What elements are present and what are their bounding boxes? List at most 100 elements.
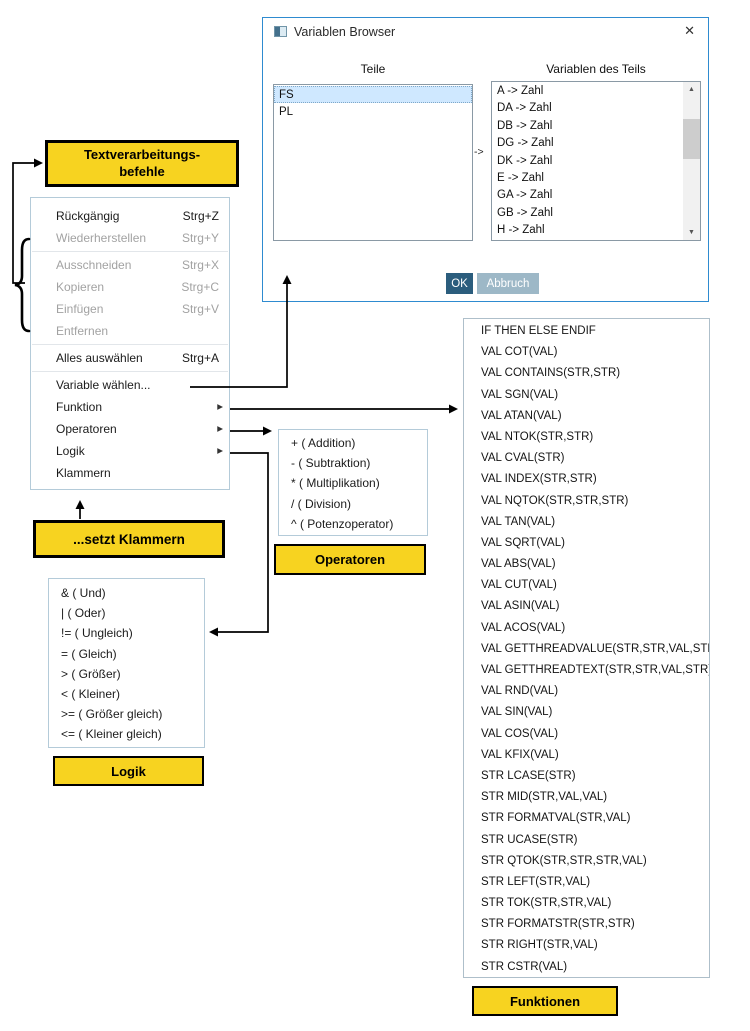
funktion-item-label: VAL ACOS(VAL) xyxy=(481,621,566,634)
menu-item[interactable]: Alles auswählen Strg+A xyxy=(31,347,229,369)
scrollbar[interactable]: ▲ ▼ xyxy=(683,82,700,240)
menu-item[interactable]: Wiederherstellen Strg+Y xyxy=(31,227,229,249)
menu-item[interactable]: Entfernen xyxy=(31,320,229,342)
funktion-item[interactable]: STR TOK(STR,STR,VAL) xyxy=(464,893,709,914)
menu-separator xyxy=(32,344,228,345)
variablen-list-item[interactable]: A -> Zahl xyxy=(492,83,683,100)
operator-item[interactable]: * ( Multiplikation) xyxy=(279,473,427,493)
menu-item-label: Einfügen xyxy=(56,302,104,316)
variablen-list-item[interactable]: H -> Zahl xyxy=(492,222,683,239)
logik-item[interactable]: != ( Ungleich) xyxy=(49,623,204,643)
menu-item[interactable]: Klammern xyxy=(31,462,229,484)
funktion-item[interactable]: VAL COS(VAL) xyxy=(464,724,709,745)
logik-item[interactable]: > ( Größer) xyxy=(49,664,204,684)
funktion-item-label: VAL ASIN(VAL) xyxy=(481,600,560,613)
close-icon[interactable]: ✕ xyxy=(684,23,695,38)
funktion-item[interactable]: VAL ACOS(VAL) xyxy=(464,618,709,639)
logik-item[interactable]: | ( Oder) xyxy=(49,603,204,623)
menu-item[interactable]: Logik ▶ xyxy=(31,440,229,462)
ok-button[interactable]: OK xyxy=(446,273,473,294)
funktion-item[interactable]: VAL TAN(VAL) xyxy=(464,512,709,533)
menu-item[interactable]: Rückgängig Strg+Z xyxy=(31,205,229,227)
funktion-item[interactable]: VAL RND(VAL) xyxy=(464,681,709,702)
map-arrow-label: -> xyxy=(474,146,484,158)
funktion-item[interactable]: STR MID(STR,VAL,VAL) xyxy=(464,787,709,808)
variablen-list-item[interactable]: GB -> Zahl xyxy=(492,205,683,222)
variablen-list-item[interactable]: DB -> Zahl xyxy=(492,118,683,135)
funktion-item[interactable]: STR CSTR(VAL) xyxy=(464,957,709,977)
operator-item-label: * ( Multiplikation) xyxy=(291,476,380,491)
variablen-list-item[interactable]: E -> Zahl xyxy=(492,170,683,187)
window-icon xyxy=(274,26,287,37)
teile-list-item[interactable]: FS xyxy=(274,86,472,103)
funktion-item[interactable]: VAL SQRT(VAL) xyxy=(464,533,709,554)
funktion-item[interactable]: STR UCASE(STR) xyxy=(464,830,709,851)
menu-item[interactable]: Operatoren ▶ xyxy=(31,418,229,440)
funktion-item[interactable]: STR LCASE(STR) xyxy=(464,766,709,787)
menu-separator xyxy=(32,371,228,372)
label-textverarbeitungsbefehle: Textverarbeitungs- befehle xyxy=(45,140,239,187)
menu-item[interactable]: Ausschneiden Strg+X xyxy=(31,254,229,276)
variablen-list-item[interactable]: DK -> Zahl xyxy=(492,153,683,170)
logik-item[interactable]: <= ( Kleiner gleich) xyxy=(49,724,204,744)
menu-item[interactable]: Funktion ▶ xyxy=(31,396,229,418)
operator-item[interactable]: ^ ( Potenzoperator) xyxy=(279,514,427,534)
funktion-item[interactable]: VAL ATAN(VAL) xyxy=(464,406,709,427)
funktion-item[interactable]: VAL SIN(VAL) xyxy=(464,702,709,723)
funktion-item[interactable]: VAL ABS(VAL) xyxy=(464,554,709,575)
funktion-item[interactable]: VAL SGN(VAL) xyxy=(464,385,709,406)
logik-item[interactable]: < ( Kleiner) xyxy=(49,684,204,704)
funktion-item[interactable]: STR RIGHT(STR,VAL) xyxy=(464,935,709,956)
menu-item[interactable]: Einfügen Strg+V xyxy=(31,298,229,320)
scroll-down-icon[interactable]: ▼ xyxy=(688,229,695,236)
scroll-up-icon[interactable]: ▲ xyxy=(688,86,695,93)
funktion-item[interactable]: VAL CONTAINS(STR,STR) xyxy=(464,363,709,384)
variablen-list-item[interactable]: DG -> Zahl xyxy=(492,135,683,152)
menu-item-label: Ausschneiden xyxy=(56,258,132,272)
scrollbar-track[interactable] xyxy=(683,97,700,225)
funktion-item[interactable]: VAL NQTOK(STR,STR,STR) xyxy=(464,491,709,512)
operator-item[interactable]: + ( Addition) xyxy=(279,433,427,453)
logik-item-label: != ( Ungleich) xyxy=(61,626,133,641)
menu-item-shortcut: Strg+Z xyxy=(182,209,219,223)
variablen-item-label: DG -> Zahl xyxy=(497,137,554,150)
funktion-item[interactable]: VAL CVAL(STR) xyxy=(464,448,709,469)
variablen-list-item[interactable]: DA -> Zahl xyxy=(492,100,683,117)
funktion-item-label: STR MID(STR,VAL,VAL) xyxy=(481,791,608,804)
funktion-item[interactable]: STR QTOK(STR,STR,STR,VAL) xyxy=(464,851,709,872)
scrollbar-thumb[interactable] xyxy=(683,119,700,159)
funktion-item[interactable]: STR FORMATVAL(STR,VAL) xyxy=(464,808,709,829)
funktion-item[interactable]: VAL NTOK(STR,STR) xyxy=(464,427,709,448)
funktion-item[interactable]: VAL KFIX(VAL) xyxy=(464,745,709,766)
teile-list-item[interactable]: PL xyxy=(274,103,472,120)
funktion-item[interactable]: STR LEFT(STR,VAL) xyxy=(464,872,709,893)
menu-item[interactable]: Kopieren Strg+C xyxy=(31,276,229,298)
logik-item[interactable]: >= ( Größer gleich) xyxy=(49,704,204,724)
funktion-item[interactable]: IF THEN ELSE ENDIF xyxy=(464,321,709,342)
abbruch-button[interactable]: Abbruch xyxy=(477,273,539,294)
logik-item[interactable]: & ( Und) xyxy=(49,583,204,603)
funktion-item[interactable]: VAL INDEX(STR,STR) xyxy=(464,469,709,490)
funktion-item-label: VAL INDEX(STR,STR) xyxy=(481,473,597,486)
menu-item[interactable]: Variable wählen... xyxy=(31,374,229,396)
funktion-item[interactable]: VAL GETTHREADVALUE(STR,STR,VAL,STR) xyxy=(464,639,709,660)
funktion-item[interactable]: STR FORMATSTR(STR,STR) xyxy=(464,914,709,935)
operatoren-submenu: + ( Addition)- ( Subtraktion) * ( Multipl… xyxy=(278,429,428,536)
label-logik: Logik xyxy=(53,756,204,786)
funktion-item[interactable]: VAL COT(VAL) xyxy=(464,342,709,363)
funktion-item[interactable]: VAL GETTHREADTEXT(STR,STR,VAL,STR) xyxy=(464,660,709,681)
label-text: Funktionen xyxy=(509,993,581,1009)
dialog-titlebar[interactable]: Variablen Browser ✕ xyxy=(263,18,708,46)
funktion-item-label: VAL RND(VAL) xyxy=(481,685,559,698)
funktion-item[interactable]: VAL CUT(VAL) xyxy=(464,575,709,596)
operator-item[interactable]: - ( Subtraktion) xyxy=(279,453,427,473)
logik-item[interactable]: = ( Gleich) xyxy=(49,644,204,664)
funktion-item[interactable]: VAL ASIN(VAL) xyxy=(464,596,709,617)
operator-item[interactable]: / ( Division) xyxy=(279,494,427,514)
variablen-list-item[interactable]: GA -> Zahl xyxy=(492,187,683,204)
funktion-item-label: STR UCASE(STR) xyxy=(481,833,578,846)
